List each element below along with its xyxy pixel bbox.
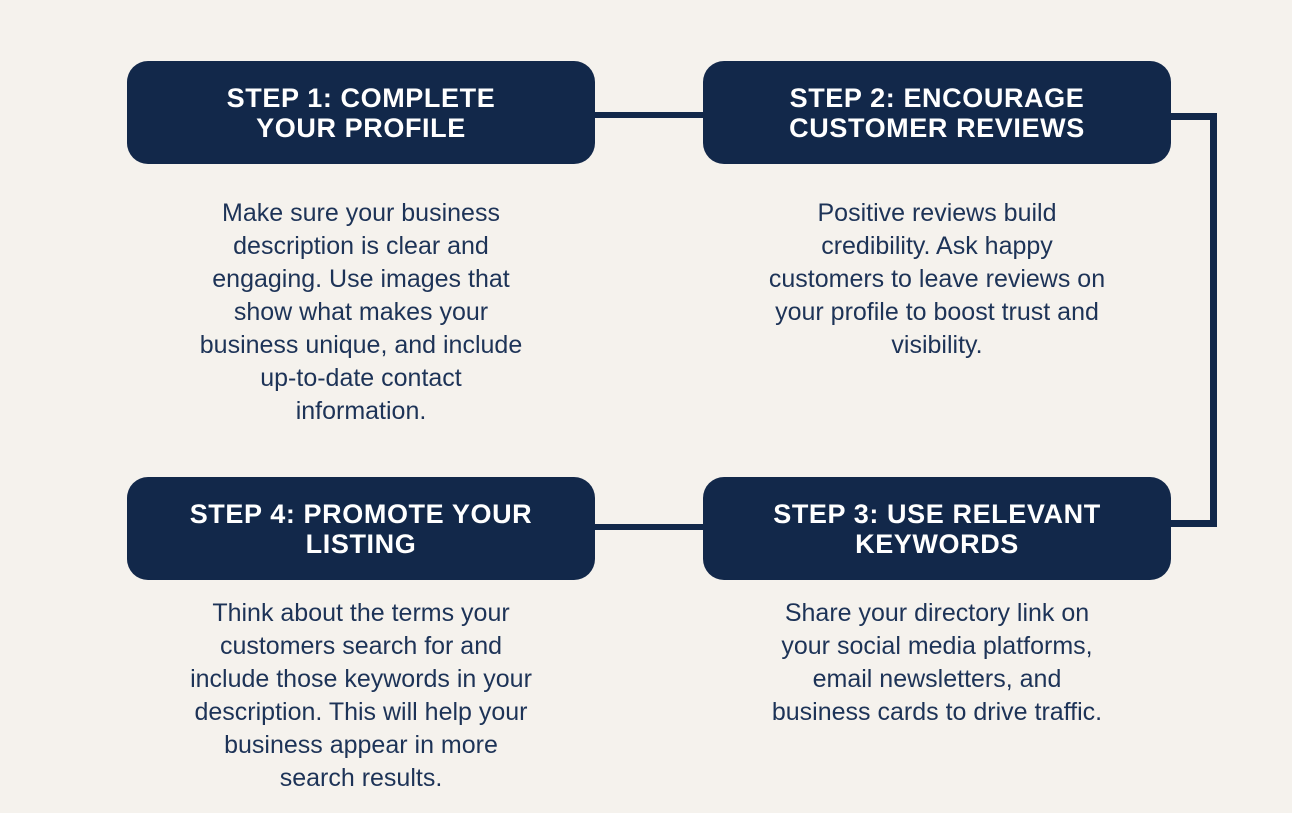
step-3-title: STEP 3: USE RELEVANT KEYWORDS	[773, 498, 1101, 559]
connector-step1-step2	[595, 112, 703, 118]
connector-step4-step3	[595, 524, 703, 530]
step-3-box: STEP 3: USE RELEVANT KEYWORDS	[703, 477, 1171, 580]
step-1-box: STEP 1: COMPLETE YOUR PROFILE	[127, 61, 595, 164]
step-4-box: STEP 4: PROMOTE YOUR LISTING	[127, 477, 595, 580]
step-4-description: Think about the terms your customers sea…	[190, 599, 532, 792]
step-3-description: Share your directory link on your social…	[771, 599, 1103, 726]
step-1-description: Make sure your business description is c…	[199, 199, 523, 425]
step-2-box: STEP 2: ENCOURAGE CUSTOMER REVIEWS	[703, 61, 1171, 164]
step-2-description: Positive reviews build credibility. Ask …	[768, 199, 1106, 359]
step-4-title: STEP 4: PROMOTE YOUR LISTING	[189, 498, 533, 559]
step-1-title: STEP 1: COMPLETE YOUR PROFILE	[226, 82, 496, 143]
connector-step2-step3-vertical	[1210, 113, 1217, 527]
connector-step3-elbow-bottom	[1171, 520, 1217, 527]
connector-step2-elbow-top	[1171, 113, 1217, 120]
step-2-title: STEP 2: ENCOURAGE CUSTOMER REVIEWS	[789, 82, 1085, 143]
